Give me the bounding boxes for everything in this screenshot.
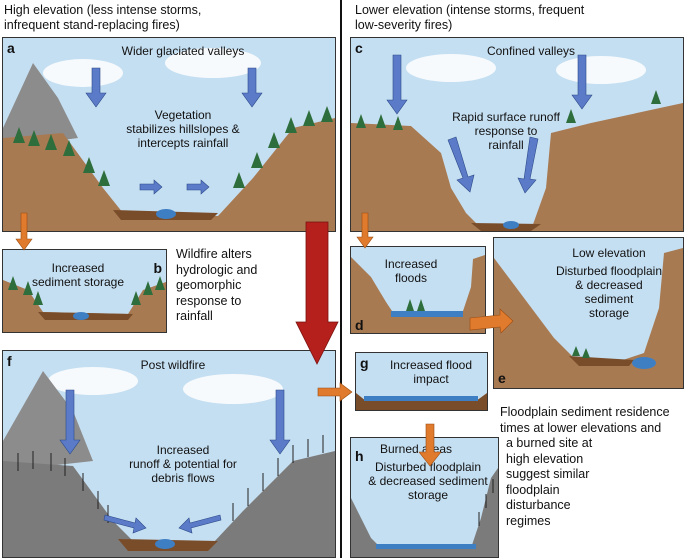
text-line: & decreased	[575, 278, 643, 292]
panel-e-title: Low elevation	[572, 246, 646, 260]
panel-a: a Wider glaciated valleys Vegetation sta…	[2, 37, 336, 232]
text-line: Vegetation	[154, 108, 212, 122]
text-line: response to	[474, 124, 538, 138]
text-line: sediment storage	[31, 275, 125, 289]
header-high-elevation: High elevation (less intense storms, inf…	[4, 3, 201, 33]
flow-arrow	[517, 136, 539, 194]
panel-label: a	[7, 40, 15, 56]
flow-arrow	[178, 514, 222, 534]
note-line: Wildfire alters	[176, 247, 252, 261]
flow-arrow	[103, 514, 147, 534]
residence-note: Floodplain sediment residence times at l…	[500, 405, 670, 529]
note-line: a burned site at	[506, 436, 593, 450]
panel-f-description: Increased runoff & potential for debris …	[98, 443, 268, 485]
header-line: High elevation (less intense storms,	[4, 3, 202, 17]
text-line: floods	[394, 271, 428, 285]
note-line: response to	[176, 293, 242, 308]
panel-f-title: Post wildfire	[140, 358, 206, 372]
panel-label: d	[355, 317, 364, 333]
note-line: times at lower elevations and	[500, 420, 662, 435]
panel-e-illustration	[494, 238, 683, 388]
panel-g-description: Increased flood impact	[376, 358, 486, 386]
note-line: floodplain	[506, 482, 560, 497]
panel-label: b	[153, 260, 162, 276]
text-line: Disturbed floodplain	[374, 460, 482, 474]
note-line: geomorphic	[176, 278, 242, 292]
flow-arrow	[139, 179, 163, 195]
flow-arrow	[386, 54, 408, 115]
flow-arrow	[186, 179, 210, 195]
note-line: Floodplain sediment residence	[500, 405, 670, 419]
panel-g: g Increased flood impact	[355, 352, 488, 411]
panel-label: e	[498, 370, 506, 386]
text-line: Increased	[384, 257, 438, 271]
text-line: runoff & potential for	[129, 457, 237, 471]
text-line: storage	[407, 488, 449, 502]
wildfire-arrow	[295, 221, 339, 365]
wildfire-note: Wildfire alters hydrologic and geomorphi…	[176, 247, 257, 325]
note-line: hydrologic and	[176, 262, 258, 277]
panel-g-illustration	[356, 353, 487, 410]
text-line: Increased	[156, 443, 210, 457]
panel-c-illustration	[351, 38, 683, 231]
text-line: stabilizes hillslopes &	[126, 122, 240, 136]
text-line: Disturbed floodplain	[555, 264, 663, 278]
flow-arrow	[241, 67, 263, 108]
note-line: suggest similar	[506, 467, 590, 481]
text-line: Rapid surface runoff	[452, 110, 560, 124]
panel-c: c Confined valleys Rapid surface runoff …	[350, 37, 684, 232]
panel-label: c	[355, 40, 363, 56]
panel-c-description: Rapid surface runoff response to rainfal…	[431, 110, 581, 152]
panel-h: h Burned areas Disturbed floodplain & de…	[350, 437, 499, 558]
text-line: Increased	[51, 261, 105, 275]
panel-a-illustration	[3, 38, 335, 231]
panel-c-title: Confined valleys	[486, 44, 576, 58]
panel-d-description: Increased floods	[371, 257, 451, 285]
connector-arrow	[317, 382, 353, 402]
panel-label: g	[360, 355, 369, 371]
panel-b-description: Increased sediment storage	[13, 261, 143, 289]
text-line: rainfall	[488, 138, 524, 152]
connector-arrow	[15, 212, 33, 251]
panel-b: b Increased sediment storage	[2, 249, 167, 333]
header-line: Lower elevation (intense storms, frequen…	[355, 3, 585, 17]
panel-d: d Increased floods	[350, 246, 486, 334]
text-line: & decreased sediment	[368, 474, 488, 488]
flow-arrow	[269, 389, 291, 455]
note-line: disturbance	[506, 498, 571, 512]
text-line: intercepts rainfall	[137, 136, 229, 150]
panel-a-title: Wider glaciated valleys	[121, 44, 245, 58]
panel-e-description: Disturbed floodplain & decreased sedimen…	[539, 264, 679, 320]
panel-d-illustration	[351, 247, 485, 333]
panel-h-description: Disturbed floodplain & decreased sedimen…	[363, 460, 493, 502]
text-line: Increased flood	[389, 358, 473, 372]
panel-label: h	[355, 448, 364, 464]
note-line: high elevation	[506, 451, 584, 466]
header-lower-elevation: Lower elevation (intense storms, frequen…	[355, 3, 584, 33]
panel-a-description: Vegetation stabilizes hillslopes & inter…	[98, 108, 268, 150]
panel-b-illustration	[3, 250, 166, 332]
header-line: low-severity fires)	[355, 18, 453, 32]
text-line: sediment	[584, 292, 634, 306]
text-line: storage	[588, 306, 630, 320]
connector-arrow	[418, 423, 442, 467]
note-line: regimes	[506, 513, 551, 528]
text-line: debris flows	[151, 471, 215, 485]
flow-arrow	[85, 67, 107, 108]
connector-arrow	[469, 308, 514, 334]
flow-arrow	[571, 54, 593, 110]
connector-arrow	[356, 212, 374, 249]
flow-arrow	[447, 136, 475, 193]
panel-e: e Low elevation Disturbed floodplain & d…	[493, 237, 684, 389]
header-line: infrequent stand-replacing fires)	[4, 18, 180, 32]
column-divider	[340, 0, 342, 558]
note-line: rainfall	[176, 309, 213, 323]
panel-label: f	[7, 353, 12, 369]
flow-arrow	[59, 389, 81, 455]
text-line: impact	[413, 372, 449, 386]
